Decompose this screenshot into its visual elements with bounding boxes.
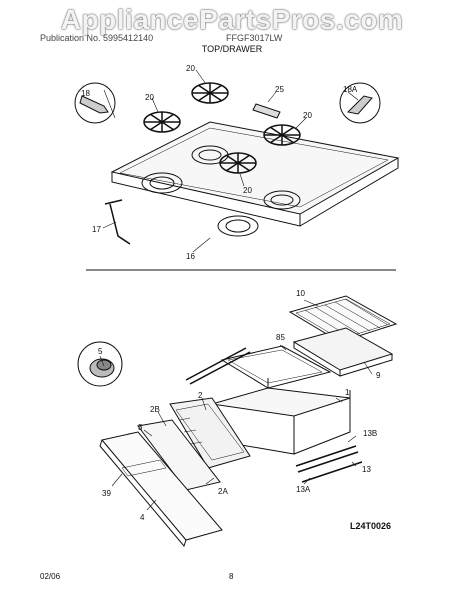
callout-3: 3 — [138, 423, 143, 432]
callout-2b: 2B — [150, 405, 160, 414]
section-title: TOP/DRAWER — [201, 44, 263, 54]
callout-18a: 18A — [343, 85, 358, 94]
publication-number: Publication No. 5995412140 — [40, 33, 154, 43]
drawer-panel-2 — [169, 397, 251, 469]
callout-85: 85 — [276, 333, 285, 342]
leader-lines-bottom — [99, 299, 373, 511]
callout-20-right: 20 — [303, 111, 312, 120]
callout-13: 13 — [362, 465, 371, 474]
page-number: 8 — [229, 572, 234, 581]
callout-17: 17 — [92, 225, 101, 234]
callout-1: 1 — [345, 388, 350, 397]
burner-grates — [143, 82, 301, 174]
slides-and-rails — [185, 347, 363, 483]
callout-10: 10 — [296, 289, 305, 298]
broiler-pan-insert — [288, 295, 398, 343]
drawer-body — [211, 378, 351, 455]
callout-25: 25 — [275, 85, 284, 94]
model-number: FFGF3017LW — [226, 33, 283, 43]
part-18-bracket — [74, 82, 116, 124]
callout-5: 5 — [98, 347, 103, 356]
drawer-rack-85 — [220, 345, 332, 389]
leader-lines-top — [102, 69, 359, 253]
watermark-text: AppliancePartsPros.com — [60, 4, 404, 35]
callout-39: 39 — [102, 489, 111, 498]
callout-2: 2 — [198, 391, 203, 400]
broiler-pan — [292, 327, 394, 377]
callout-20-left: 20 — [145, 93, 154, 102]
drawer-front-4 — [99, 431, 223, 548]
part-18a-bracket — [339, 82, 381, 124]
footer-date: 02/06 — [40, 572, 61, 581]
callout-18: 18 — [81, 89, 90, 98]
knob-5 — [77, 341, 123, 387]
callout-13b: 13B — [363, 429, 377, 438]
callout-16: 16 — [186, 252, 195, 261]
part-17-rod — [104, 199, 131, 245]
callout-9: 9 — [376, 371, 381, 380]
callout-20-top: 20 — [186, 64, 195, 73]
figure-code: L24T0026 — [350, 521, 391, 531]
callout-13a: 13A — [296, 485, 311, 494]
callout-20-center: 20 — [243, 186, 252, 195]
cooktop-panel — [110, 121, 400, 227]
burner-cap — [252, 103, 281, 119]
callout-2a: 2A — [218, 487, 228, 496]
callout-4: 4 — [140, 513, 145, 522]
